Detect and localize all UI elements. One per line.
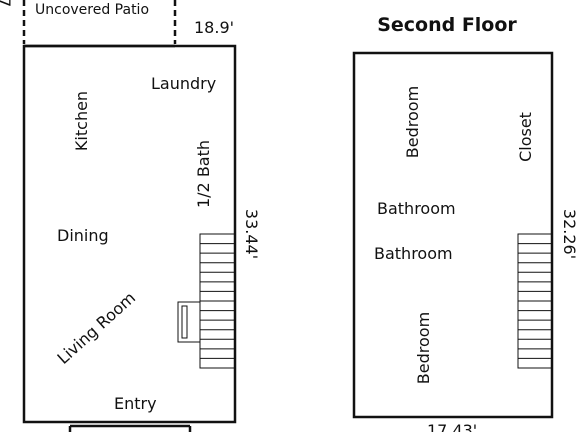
patio-width-label: 18.9'	[194, 18, 234, 37]
room-laundry: Laundry	[151, 74, 216, 93]
room-entry: Entry	[114, 394, 157, 413]
fireplace-inner	[181, 305, 188, 339]
room-bedroom-top: Bedroom	[403, 86, 422, 158]
room-bathroom-1: Bathroom	[377, 199, 456, 218]
fireplace-outline	[177, 301, 201, 343]
second-floor-outline	[352, 51, 554, 419]
room-bathroom-2: Bathroom	[374, 244, 453, 263]
room-dining: Dining	[57, 226, 109, 245]
second-floor-width-label: 17.43'	[427, 421, 477, 432]
room-kitchen: Kitchen	[72, 91, 91, 151]
second-floor: Second Floor Bedroom Closet Bathroom Bat…	[352, 14, 576, 432]
first-floor: Uncovered Patio 18.9' 7 Laundry Kitchen …	[0, 0, 261, 432]
room-half-bath: 1/2 Bath	[194, 140, 213, 208]
room-closet: Closet	[516, 112, 535, 162]
second-floor-stairs	[517, 233, 553, 369]
room-bedroom-bottom: Bedroom	[414, 312, 433, 384]
room-living-room: Living Room	[53, 288, 139, 368]
edge-fragment-label: 7	[0, 0, 14, 7]
second-floor-title: Second Floor	[377, 14, 517, 36]
first-floor-stairs	[199, 233, 236, 369]
patio-label: Uncovered Patio	[35, 2, 149, 18]
first-floor-depth-label: 33.44'	[242, 209, 261, 259]
second-floor-depth-label: 32.26'	[560, 209, 576, 259]
